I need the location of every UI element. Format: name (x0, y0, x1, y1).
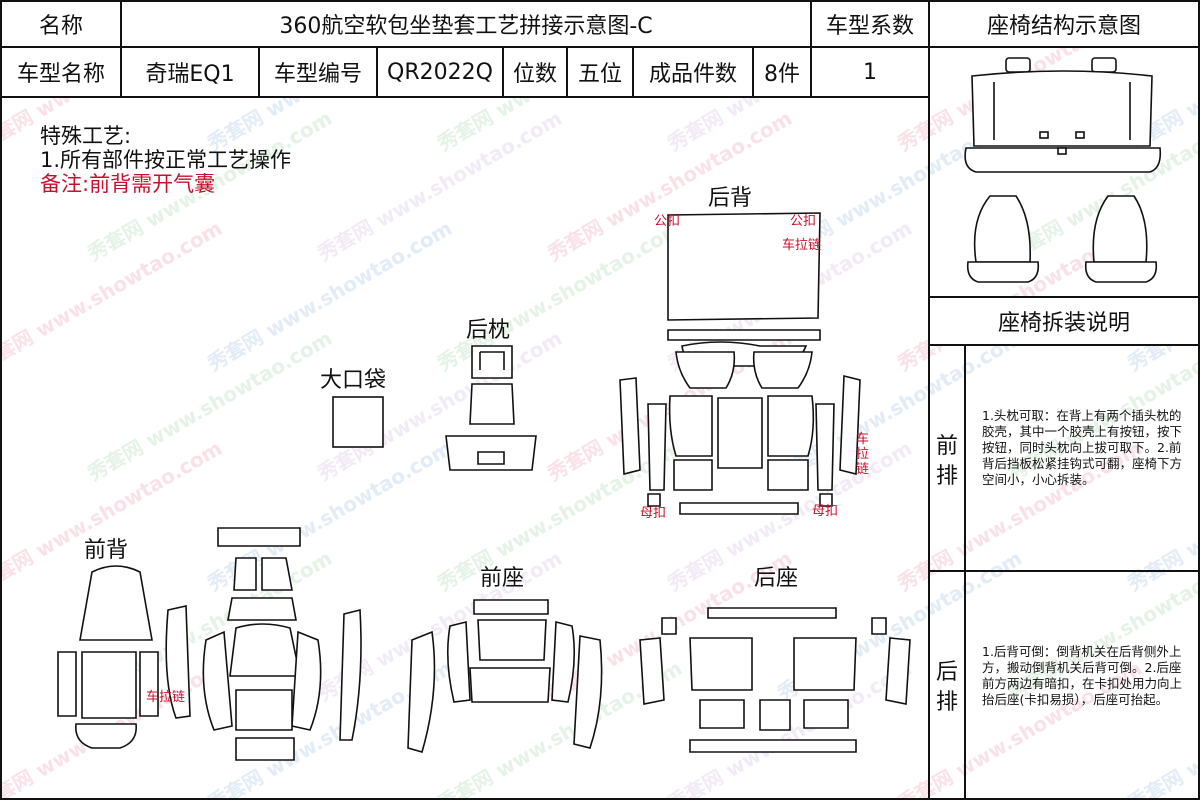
big-pocket-piece (332, 396, 384, 448)
page-title: 360航空软包坐垫套工艺拼接示意图-C (120, 0, 812, 48)
label-rear-headrest: 后枕 (466, 318, 511, 343)
rear-row-note: 1.后背可倒：倒背机关在后背侧外上方，搬动倒背机关后背可倒。2.后座前方两边有暗… (982, 644, 1183, 707)
rear-headrest-pieces (445, 345, 537, 471)
structure-label: 座椅结构示意图 (928, 0, 1200, 48)
pieces-label: 成品件数 (632, 46, 754, 98)
front-seat-pieces (407, 599, 603, 753)
annotation-mother-clip-left: 母扣 (640, 506, 667, 521)
front-row-label: 前排 (935, 434, 958, 489)
process-remark: 备注:前背需开气囊 (40, 172, 216, 196)
coef-value: 1 (810, 46, 930, 98)
rear-seat-pieces (639, 607, 911, 753)
seat-structure-illustration (964, 57, 1162, 283)
annotation-mother-clip-right: 母扣 (812, 504, 839, 519)
rear-back-pieces (619, 212, 861, 515)
model-code-label: 车型编号 (258, 46, 378, 98)
label-front-back: 前背 (84, 538, 129, 563)
model-name-label: 车型名称 (0, 46, 122, 98)
front-back-pieces (57, 527, 362, 761)
annotation-zipper-front: 车拉链 (146, 690, 186, 705)
label-front-seat: 前座 (480, 566, 525, 591)
seats-label: 位数 (502, 46, 568, 98)
annotation-clip-left: 公扣 (654, 214, 681, 229)
label-rear-back: 后背 (708, 186, 753, 211)
front-row-note: 1.头枕可取：在背上有两个插头枕的胶壳，其中一个胶壳上有按钮，按下按钮，同时头枕… (982, 408, 1183, 487)
annotation-clip-right: 公扣 (790, 214, 817, 229)
disassembly-heading: 座椅拆装说明 (928, 296, 1200, 346)
model-code-value: QR2022Q (376, 46, 504, 98)
seats-value: 五位 (566, 46, 634, 98)
coef-label: 车型系数 (810, 0, 930, 48)
model-name-value: 奇瑞EQ1 (120, 46, 260, 98)
rear-row-note-cell (964, 570, 1200, 800)
drawing-area (0, 96, 930, 800)
process-step-1: 1.所有部件按正常工艺操作 (40, 148, 292, 172)
annotation-zipper-top: 车拉链 (782, 238, 822, 253)
name-label: 名称 (0, 0, 122, 48)
structure-panel (928, 46, 1200, 298)
process-heading: 特殊工艺: (40, 124, 132, 148)
label-rear-seat: 后座 (754, 566, 799, 591)
annotation-zipper-side: 车拉链 (856, 432, 870, 477)
rear-row-label: 后排 (935, 660, 958, 715)
pieces-value: 8件 (752, 46, 812, 98)
label-big-pocket: 大口袋 (320, 368, 387, 393)
